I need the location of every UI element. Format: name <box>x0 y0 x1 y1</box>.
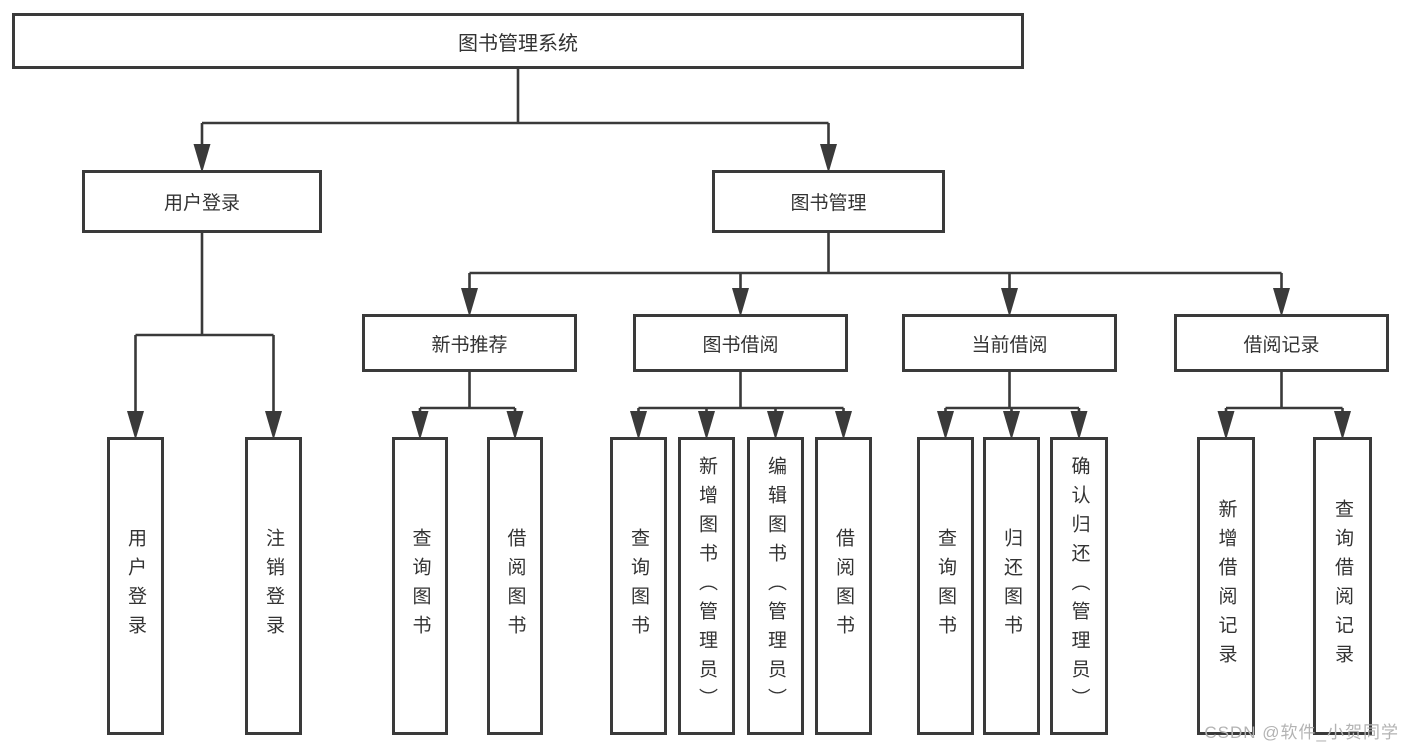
arrowhead-icon <box>1273 288 1290 317</box>
node-leaf-query-books-recommend: 查询图书 <box>392 437 448 735</box>
connector-path <box>134 69 1344 413</box>
node-leaf-add-borrow-record: 新增借阅记录 <box>1197 437 1255 735</box>
arrowhead-icon <box>411 411 429 440</box>
arrowhead-icon <box>937 411 954 440</box>
node-leaf-query-borrow-record: 查询借阅记录 <box>1313 437 1372 735</box>
node-label: 注销登录 <box>263 528 284 644</box>
arrowhead-icon <box>630 411 647 440</box>
node-label: 借阅图书 <box>833 528 854 644</box>
node-label: 查询图书 <box>935 528 956 644</box>
node-label: 图书管理系统 <box>458 32 578 55</box>
arrowhead-icon <box>265 411 282 440</box>
arrowhead-icon <box>1217 411 1235 440</box>
node-leaf-user-login: 用户登录 <box>107 437 164 735</box>
node-leaf-logout: 注销登录 <box>245 437 302 735</box>
node-leaf-confirm-return: 确认归还（管理员） <box>1050 437 1108 735</box>
arrowhead-icon <box>1070 411 1088 440</box>
node-leaf-edit-books: 编辑图书（管理员） <box>747 437 804 735</box>
node-book-management: 图书管理 <box>712 170 945 233</box>
node-label: 借阅记录 <box>1243 334 1320 356</box>
node-label: 用户登录 <box>125 528 146 644</box>
arrowhead-icon <box>1334 411 1351 440</box>
node-label: 图书管理 <box>790 193 867 214</box>
arrowhead-icon <box>767 411 784 440</box>
node-leaf-query-books-borrow: 查询图书 <box>610 437 667 735</box>
node-label: 查询借阅记录 <box>1332 499 1353 673</box>
node-label: 用户登录 <box>163 193 240 214</box>
arrowhead-icon <box>1001 288 1018 317</box>
node-leaf-borrow-books-recommend: 借阅图书 <box>487 437 543 735</box>
arrowhead-icon <box>506 411 524 440</box>
node-label: 图书借阅 <box>702 334 779 356</box>
node-label: 编辑图书（管理员） <box>765 455 786 717</box>
node-borrowing-records: 借阅记录 <box>1174 314 1389 372</box>
node-user-login: 用户登录 <box>82 170 322 233</box>
node-current-borrowing: 当前借阅 <box>902 314 1117 372</box>
node-label: 新增图书（管理员） <box>696 455 717 717</box>
node-leaf-add-books: 新增图书（管理员） <box>678 437 735 735</box>
node-label: 当前借阅 <box>971 334 1048 356</box>
node-leaf-query-books-current: 查询图书 <box>917 437 974 735</box>
node-leaf-return-books: 归还图书 <box>983 437 1040 735</box>
node-leaf-borrow-books: 借阅图书 <box>815 437 872 735</box>
arrowhead-icon <box>127 411 144 440</box>
arrowhead-icon <box>193 144 211 173</box>
node-root: 图书管理系统 <box>12 13 1024 69</box>
node-label: 查询图书 <box>409 528 431 644</box>
node-label: 新书推荐 <box>431 334 508 356</box>
node-book-borrowing: 图书借阅 <box>633 314 848 372</box>
node-label: 归还图书 <box>1001 528 1022 644</box>
arrowhead-icon <box>732 288 749 317</box>
node-label: 新增借阅记录 <box>1215 499 1237 673</box>
arrowhead-icon <box>698 411 715 440</box>
arrowhead-icon <box>461 288 478 317</box>
arrowhead-icon <box>835 411 852 440</box>
watermark: CSDN @软件_小贺同学 <box>1204 723 1399 742</box>
node-label: 借阅图书 <box>504 528 526 644</box>
arrowhead-icon <box>820 144 837 173</box>
node-label: 查询图书 <box>628 528 649 644</box>
node-new-book-recommend: 新书推荐 <box>362 314 577 372</box>
arrowhead-icon <box>1003 411 1020 440</box>
node-label: 确认归还（管理员） <box>1068 455 1090 717</box>
